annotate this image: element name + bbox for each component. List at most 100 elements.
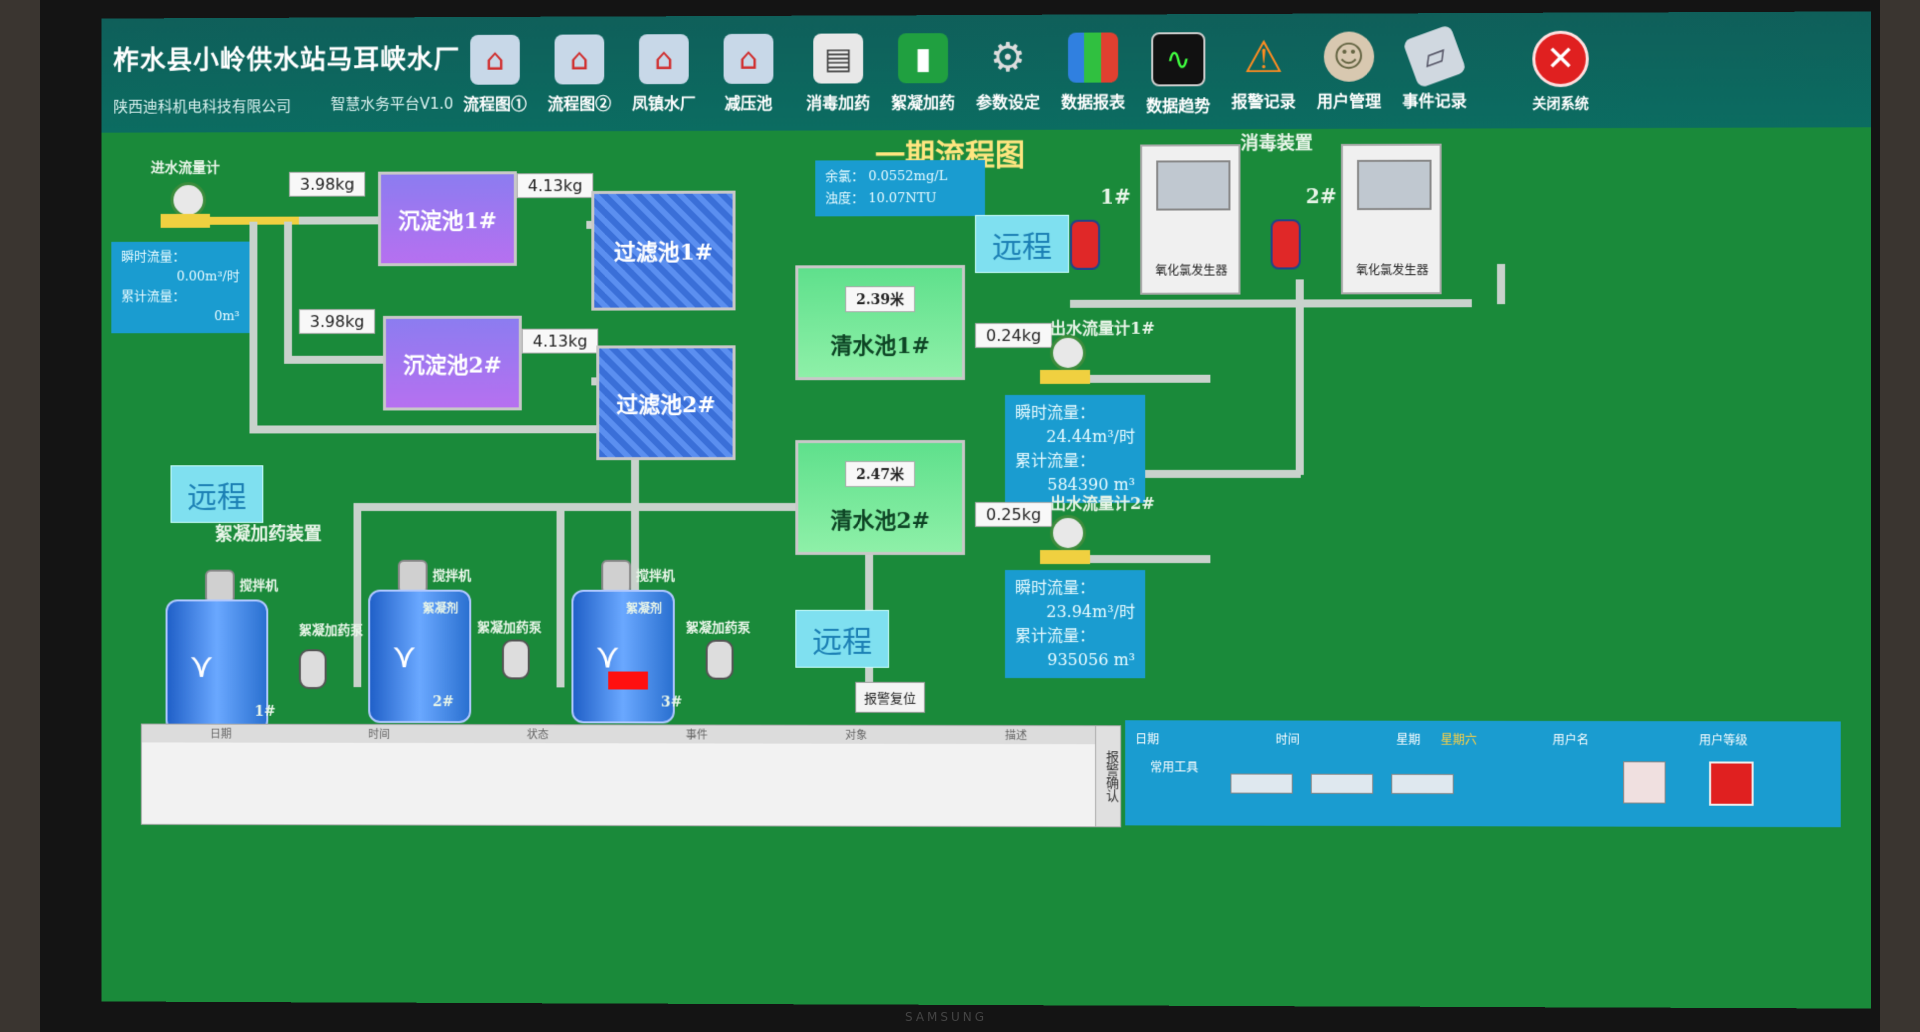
tool-button-3[interactable] bbox=[1391, 774, 1453, 794]
toolbar-label: 用户管理 bbox=[1306, 88, 1392, 112]
toolbar-label: 事件记录 bbox=[1391, 87, 1478, 111]
dosing-pump-3-icon[interactable] bbox=[706, 640, 734, 680]
pipe bbox=[299, 216, 388, 224]
toolbar-coag-button[interactable]: ▮ 絮凝加药 bbox=[880, 33, 966, 113]
column-header[interactable]: 状态 bbox=[458, 725, 617, 743]
toolbar-alarm-button[interactable]: ⚠ 报警记录 bbox=[1220, 32, 1306, 112]
outlet-2-total-label: 累计流量： bbox=[1015, 624, 1135, 648]
outlet-flowmeter-2-icon bbox=[1050, 515, 1086, 551]
pressure-value: 0.25kg bbox=[975, 502, 1052, 527]
coagulant-drum-1[interactable]: ⋎ bbox=[166, 599, 269, 732]
toolbar-fengzhen-button[interactable]: ⌂ 凤镇水厂 bbox=[621, 34, 707, 114]
tank-name: 清水池1# bbox=[830, 328, 930, 360]
column-header[interactable]: 日期 bbox=[142, 725, 300, 743]
toolbar-trend-button[interactable]: ∿ 数据趋势 bbox=[1135, 32, 1221, 116]
toolbar-label: 凤镇水厂 bbox=[621, 90, 707, 114]
coag-device-label: 絮凝加药装置 bbox=[215, 520, 322, 546]
drum-label: 絮凝剂 bbox=[423, 600, 459, 617]
pipe bbox=[284, 356, 383, 364]
time-label: 时间 bbox=[1276, 731, 1300, 748]
inlet-flow-info: 瞬时流量： 0.00m³/时 累计流量： 0m³ bbox=[111, 242, 249, 334]
remote-button-clearwater[interactable]: 远程 bbox=[795, 610, 889, 668]
toolbar-label: 流程图② bbox=[537, 90, 622, 114]
tool-button-1[interactable] bbox=[1230, 774, 1292, 794]
sedimentation-tank-1: 沉淀池1# bbox=[378, 171, 517, 266]
house-icon: ⌂ bbox=[555, 34, 605, 84]
gear-icon: ⚙ bbox=[983, 33, 1033, 83]
outlet-1-rate-value: 24.44m³/时 bbox=[1015, 425, 1135, 449]
pump-label: 絮凝加药泵 bbox=[299, 619, 363, 638]
toolbar-label: 消毒加药 bbox=[795, 89, 881, 113]
pressure-value: 4.13kg bbox=[522, 329, 599, 354]
pipe bbox=[1070, 555, 1210, 563]
sedimentation-tank-2: 沉淀池2# bbox=[383, 316, 522, 411]
water-quality-info: 余氯： 0.0552mg/L 浊度： 10.07NTU bbox=[815, 160, 985, 216]
generator-window bbox=[1156, 160, 1230, 210]
tank-name: 清水池2# bbox=[830, 503, 930, 535]
inlet-meter-label: 进水流量计 bbox=[151, 157, 220, 177]
chlorine-dioxide-generator-1[interactable]: 氧化氯发生器 bbox=[1140, 144, 1240, 294]
inlet-total-label: 累计流量： bbox=[121, 287, 239, 307]
dosing-pump-1-icon[interactable] bbox=[299, 649, 327, 689]
alarm-reset-button[interactable]: 报警复位 bbox=[855, 682, 925, 713]
toolbar-params-button[interactable]: ⚙ 参数设定 bbox=[965, 33, 1051, 113]
house-icon: ⌂ bbox=[639, 34, 689, 84]
chlorine-dioxide-generator-2[interactable]: 氧化氯发生器 bbox=[1341, 144, 1442, 295]
toolbar-label: 数据趋势 bbox=[1135, 92, 1221, 116]
disinfector-2-label: 2# bbox=[1306, 184, 1337, 208]
tank-level-value: 2.47米 bbox=[845, 461, 915, 487]
column-header[interactable]: 事件 bbox=[617, 725, 776, 743]
generator-window bbox=[1357, 160, 1431, 210]
toolbar-label: 减压池 bbox=[706, 90, 792, 114]
weekday-value: 星期六 bbox=[1441, 731, 1477, 748]
dosing-pump-2-icon[interactable] bbox=[502, 639, 530, 679]
disinfection-label: 消毒装置 bbox=[1240, 129, 1312, 155]
filter-tank-2: 过滤池2# bbox=[596, 345, 735, 460]
tool-button-2[interactable] bbox=[1311, 774, 1373, 794]
notebook-icon: ▱ bbox=[1402, 24, 1467, 88]
toolbar-flow2-button[interactable]: ⌂ 流程图② bbox=[537, 34, 622, 114]
pressure-value: 4.13kg bbox=[517, 173, 594, 198]
event-log-table[interactable]: 日期 时间 状态 事件 对象 描述 bbox=[141, 724, 1097, 828]
logout-icon[interactable] bbox=[1709, 761, 1754, 805]
toolbar-label: 流程图① bbox=[452, 91, 537, 115]
weekday-label: 星期 bbox=[1396, 731, 1420, 748]
drum-3-name: 3# bbox=[661, 695, 682, 711]
outlet-1-rate-label: 瞬时流量： bbox=[1015, 401, 1135, 425]
remote-button-coag[interactable]: 远程 bbox=[170, 465, 263, 523]
toolbar-label: 关闭系统 bbox=[1517, 93, 1604, 113]
inlet-rate-label: 瞬时流量： bbox=[121, 248, 239, 268]
outlet-1-flow-info: 瞬时流量： 24.44m³/时 累计流量： 584390 m³ bbox=[1005, 395, 1145, 503]
company-name: 陕西迪科机电科技有限公司 bbox=[113, 95, 291, 116]
mixer-label: 搅拌机 bbox=[636, 565, 675, 584]
pipe bbox=[1296, 279, 1304, 475]
chlorine-pump-2-icon[interactable] bbox=[1271, 219, 1301, 269]
alarm-confirm-button[interactable]: 报警确认 bbox=[1095, 725, 1121, 827]
outlet-2-rate-label: 瞬时流量： bbox=[1015, 576, 1135, 600]
pressure-value: 3.98kg bbox=[299, 309, 375, 334]
drum-label: 絮凝剂 bbox=[626, 600, 662, 617]
toolbar-report-button[interactable]: 数据报表 bbox=[1050, 32, 1136, 112]
toolbar-events-button[interactable]: ▱ 事件记录 bbox=[1391, 31, 1478, 112]
drum-1-name: 1# bbox=[254, 704, 275, 720]
user-level-label: 用户等级 bbox=[1699, 731, 1748, 748]
remote-button-disinfect[interactable]: 远程 bbox=[975, 215, 1069, 273]
pipe bbox=[249, 425, 636, 433]
user-login-icon[interactable] bbox=[1623, 761, 1665, 803]
close-system-button[interactable]: ✕ 关闭系统 bbox=[1517, 31, 1604, 114]
toolbar-pressure-tank-button[interactable]: ⌂ 减压池 bbox=[706, 34, 792, 114]
mixer-motor-icon bbox=[205, 570, 235, 604]
pipe bbox=[1070, 375, 1210, 383]
bar-chart-icon bbox=[1068, 32, 1118, 82]
inlet-total-value: 0m³ bbox=[121, 307, 239, 327]
header-bar: 柞水县小岭供水站马耳峡水厂 陕西迪科机电科技有限公司 智慧水务平台V1.0 ⌂ … bbox=[101, 11, 1871, 132]
toolbar-user-button[interactable]: ☺ 用户管理 bbox=[1306, 31, 1392, 112]
toolbar-disinfect-button[interactable]: ▤ 消毒加药 bbox=[795, 33, 881, 113]
pipe bbox=[284, 222, 292, 361]
inlet-rate-value: 0.00m³/时 bbox=[121, 267, 239, 287]
column-header[interactable]: 时间 bbox=[300, 725, 458, 743]
column-header[interactable]: 描述 bbox=[936, 726, 1096, 744]
toolbar-flow1-button[interactable]: ⌂ 流程图① bbox=[452, 35, 537, 115]
column-header[interactable]: 对象 bbox=[776, 726, 936, 744]
chlorine-pump-1-icon[interactable] bbox=[1070, 220, 1100, 270]
